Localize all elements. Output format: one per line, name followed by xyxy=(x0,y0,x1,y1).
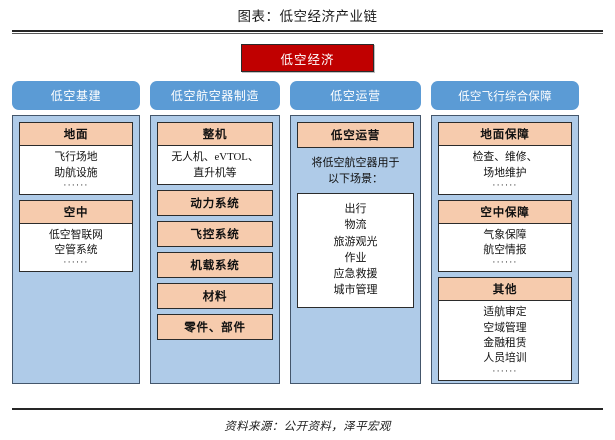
block-line: 直升机等 xyxy=(193,166,237,179)
column-operations: 低空运营 低空运营 将低空航空器用于 以下场景： 出行 物流 旅游观光 作业 应… xyxy=(290,81,421,385)
operations-description: 将低空航空器用于 以下场景： xyxy=(297,153,414,188)
ellipsis-dots: ······ xyxy=(492,365,518,376)
block-materials: 材料 xyxy=(157,282,273,309)
block-body-ground-support: 检查、维修、 场地维护 ······ xyxy=(439,146,571,194)
source-note: 资料来源：公开资料，泽平宏观 xyxy=(224,421,391,433)
block-header-ground: 地面 xyxy=(20,123,132,147)
chart-title-area: 图表：低空经济产业链 xyxy=(0,0,615,26)
block-line: 低空智联网 xyxy=(49,228,103,241)
block-body-air: 低空智联网 空管系统 ······ xyxy=(20,223,132,272)
block-body-complete-aircraft: 无人机、eVTOL、 直升机等 xyxy=(158,146,272,184)
block-body-other-support: 适航审定 空域管理 金融租赁 人员培训 ······ xyxy=(439,301,571,380)
scenario-item: 应急救援 xyxy=(333,268,378,281)
column-header-infrastructure: 低空基建 xyxy=(12,81,140,111)
block-line: 航空情报 xyxy=(483,244,527,257)
block-ground-support: 地面保障 检查、维修、 场地维护 ······ xyxy=(438,122,572,195)
block-line: 助航设施 xyxy=(54,166,98,179)
block-line: 气象保障 xyxy=(483,228,527,241)
block-body-air-support: 气象保障 航空情报 ······ xyxy=(439,223,571,272)
column-header-flight-support: 低空飞行综合保障 xyxy=(431,81,579,111)
panel-infrastructure: 地面 飞行场地 助航设施 ······ 空中 低空智联网 空管系统 ······ xyxy=(12,115,140,385)
panel-aircraft-manufacturing: 整机 无人机、eVTOL、 直升机等 动力系统 飞控系统 机载系统 材料 零件、… xyxy=(150,115,280,385)
column-infrastructure: 低空基建 地面 飞行场地 助航设施 ······ 空中 低空智联网 空管系统 ·… xyxy=(12,81,140,385)
block-propulsion-system: 动力系统 xyxy=(157,189,273,216)
industry-chain-columns: 低空基建 地面 飞行场地 助航设施 ······ 空中 低空智联网 空管系统 ·… xyxy=(0,72,615,385)
block-parts-components: 零件、部件 xyxy=(157,313,273,340)
block-line: 无人机、eVTOL、 xyxy=(171,151,259,164)
ellipsis-dots: ······ xyxy=(63,257,89,268)
block-avionics-system: 机载系统 xyxy=(157,251,273,278)
block-air-support: 空中保障 气象保障 航空情报 ······ xyxy=(438,199,572,273)
block-line: 空域管理 xyxy=(483,321,527,334)
description-line: 将低空航空器用于 xyxy=(311,157,400,170)
block-line: 适航审定 xyxy=(483,306,527,319)
block-complete-aircraft: 整机 无人机、eVTOL、 直升机等 xyxy=(157,122,273,185)
block-flight-control-system: 飞控系统 xyxy=(157,220,273,247)
title-divider xyxy=(12,30,603,35)
block-air: 空中 低空智联网 空管系统 ······ xyxy=(19,199,133,273)
scenario-item: 出行 xyxy=(344,203,367,215)
scenario-item: 物流 xyxy=(344,219,367,232)
column-header-operations: 低空运营 xyxy=(290,81,421,111)
block-line: 人员培训 xyxy=(483,352,527,365)
block-ground: 地面 飞行场地 助航设施 ······ xyxy=(19,122,133,195)
panel-operations: 低空运营 将低空航空器用于 以下场景： 出行 物流 旅游观光 作业 应急救援 城… xyxy=(290,115,421,385)
block-header-other-support: 其他 xyxy=(439,278,571,302)
ellipsis-dots: ······ xyxy=(492,179,518,190)
block-body-ground: 飞行场地 助航设施 ······ xyxy=(20,146,132,194)
block-other-support: 其他 适航审定 空域管理 金融租赁 人员培训 ······ xyxy=(438,277,572,381)
panel-flight-support: 地面保障 检查、维修、 场地维护 ······ 空中保障 气象保障 航空情报 ·… xyxy=(431,115,579,385)
scenario-item: 作业 xyxy=(344,251,367,264)
block-header-operations: 低空运营 xyxy=(297,122,414,149)
block-line: 金融租赁 xyxy=(483,336,527,349)
ellipsis-dots: ······ xyxy=(492,257,518,268)
column-flight-support: 低空飞行综合保障 地面保障 检查、维修、 场地维护 ······ 空中保障 气象… xyxy=(431,81,579,385)
root-node-low-altitude-economy: 低空经济 xyxy=(241,44,374,73)
block-line: 场地维护 xyxy=(483,166,527,179)
column-header-aircraft-manufacturing: 低空航空器制造 xyxy=(150,81,280,111)
column-aircraft-manufacturing: 低空航空器制造 整机 无人机、eVTOL、 直升机等 动力系统 飞控系统 机载系… xyxy=(150,81,280,385)
scenario-item: 旅游观光 xyxy=(333,235,378,248)
description-line: 以下场景： xyxy=(328,172,383,185)
footer-divider xyxy=(12,408,603,410)
page-title: 图表：低空经济产业链 xyxy=(237,9,378,24)
block-line: 空管系统 xyxy=(54,244,98,257)
block-header-air-support: 空中保障 xyxy=(439,200,571,224)
operations-scenario-list: 出行 物流 旅游观光 作业 应急救援 城市管理 xyxy=(297,193,414,308)
block-header-complete-aircraft: 整机 xyxy=(158,123,272,147)
block-header-air: 空中 xyxy=(20,200,132,224)
block-line: 飞行场地 xyxy=(54,151,98,164)
ellipsis-dots: ······ xyxy=(63,179,89,190)
scenario-item: 城市管理 xyxy=(333,284,378,297)
block-header-ground-support: 地面保障 xyxy=(439,123,571,147)
block-line: 检查、维修、 xyxy=(472,151,538,164)
root-node-row: 低空经济 xyxy=(0,44,615,73)
